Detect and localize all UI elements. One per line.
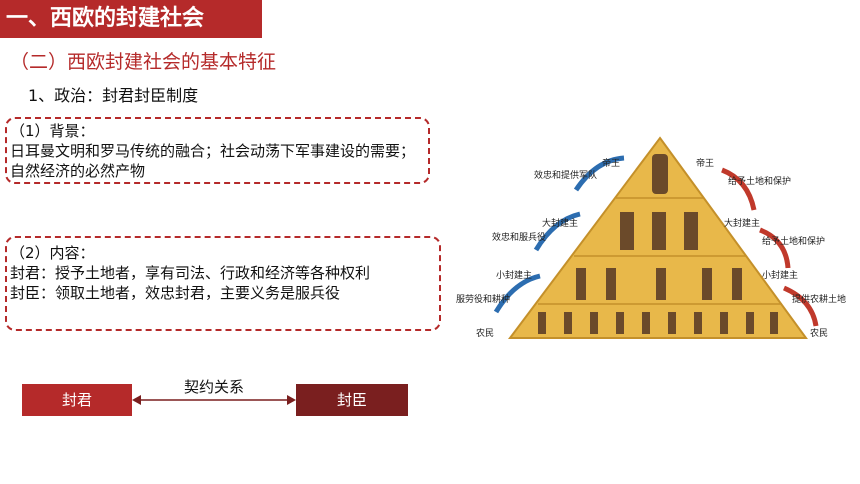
lord-box: 封君 (22, 384, 132, 416)
level-emperor-left: 帝王 (602, 157, 620, 169)
label-left-2: 效忠和服兵役 (492, 231, 546, 243)
background-text: （1）背景： 日耳曼文明和罗马传统的融合；社会动荡下军事建设的需要；自然经济的必… (10, 121, 425, 181)
vassal-description: 封臣：领取土地者，效忠封君，主要义务是服兵役 (10, 284, 341, 302)
arrow-left-1-icon (573, 155, 625, 192)
label-right-1: 给予土地和保护 (728, 175, 791, 187)
content-heading: （2）内容： (10, 244, 95, 262)
label-right-2: 给予土地和保护 (762, 235, 825, 247)
label-left-3: 服劳役和耕种 (456, 293, 510, 305)
feudal-pyramid-image: 帝王 帝王 大封建主 大封建主 小封建主 小封建主 农民 农民 效忠和提供军队 … (456, 132, 856, 346)
arrow-left-2-icon (533, 211, 581, 252)
level-greatlord-left: 大封建主 (542, 217, 578, 229)
label-right-3: 提供农耕土地 (792, 293, 846, 305)
arrow-right-3-icon (782, 285, 819, 327)
vassal-box: 封臣 (296, 384, 408, 416)
content-box (5, 236, 441, 331)
contract-label: 契约关系 (184, 378, 245, 396)
background-body: 日耳曼文明和罗马传统的融合；社会动荡下军事建设的需要；自然经济的必然产物 (10, 142, 416, 180)
label-left-1: 效忠和提供军队 (534, 169, 597, 181)
arrow-right-1-icon (721, 167, 757, 211)
content-text: （2）内容： 封君：授予土地者，享有司法、行政和经济等各种权利 封臣：领取土地者… (10, 243, 436, 303)
background-box (5, 117, 430, 184)
level-peasant-left: 农民 (476, 327, 494, 339)
level-greatlord-right: 大封建主 (724, 217, 760, 229)
level-lesserlord-right: 小封建主 (762, 269, 798, 281)
background-heading: （1）背景： (10, 122, 95, 140)
level-emperor-right: 帝王 (696, 157, 714, 169)
arrow-right-2-icon (759, 227, 791, 269)
subtitle: （二）西欧封建社会的基本特征 (10, 51, 277, 73)
level-peasant-right: 农民 (810, 327, 828, 339)
lord-description: 封君：授予土地者，享有司法、行政和经济等各种权利 (10, 264, 371, 282)
point-politics: 1、政治：封君封臣制度 (28, 86, 199, 105)
arrow-left-3-icon (493, 273, 541, 314)
double-arrow-icon (132, 395, 296, 405)
level-lesserlord-left: 小封建主 (496, 269, 532, 281)
section-title: 一、西欧的封建社会 (0, 0, 262, 38)
